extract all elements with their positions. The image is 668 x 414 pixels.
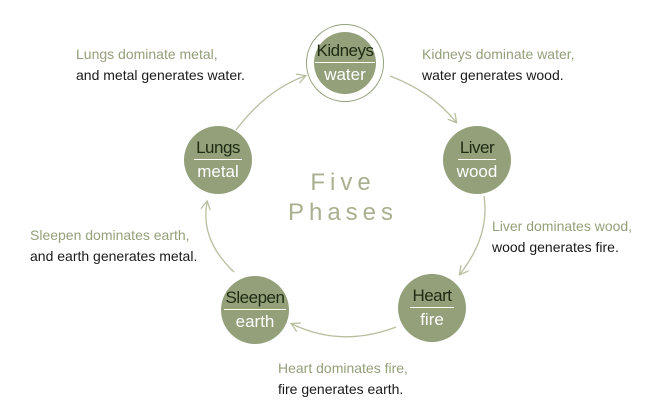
organ-label: Liver [457,138,497,160]
caption-line1: Kidneys dominate water, [422,46,575,62]
element-label: metal [197,161,239,181]
caption-kidneys: Kidneys dominate water, water generates … [422,44,575,86]
caption-line2: and earth generates metal. [30,248,198,264]
organ-label: Kidneys [314,41,376,63]
arrow-earth-to-lungs [206,202,235,273]
caption-line2: water generates wood. [422,67,564,83]
caption-line1: Sleepen dominates earth, [30,227,190,243]
organ-label: Sleepen [223,288,287,310]
caption-sleepen: Sleepen dominates earth, and earth gener… [30,225,197,267]
phase-node-kidneys: Kidneys water [314,32,376,94]
caption-line1: Lungs dominate metal, [76,46,218,62]
caption-line2: and metal generates water. [76,67,245,83]
arrow-kidneys-to-liver [389,75,456,122]
element-label: fire [420,309,444,329]
center-title: Five Phases [283,168,403,228]
caption-line2: wood generates fire. [492,239,619,255]
caption-lungs: Lungs dominate metal, and metal generate… [76,44,245,86]
element-label: water [324,64,366,84]
phase-node-heart: Heart fire [398,274,466,342]
arrow-liver-to-heart [460,195,486,274]
caption-heart: Heart dominates fire, fire generates ear… [278,358,408,400]
phase-node-sleepen: Sleepen earth [221,276,289,344]
element-label: wood [456,161,498,181]
caption-line1: Liver dominates wood, [492,218,633,234]
element-label: earth [235,311,275,331]
caption-liver: Liver dominates wood, wood generates fir… [492,216,632,258]
kidneys-outer-ring [306,24,384,102]
phase-node-lungs: Lungs metal [184,126,252,194]
organ-label: Lungs [194,138,242,160]
phase-node-liver: Liver wood [443,126,511,194]
caption-line1: Heart dominates fire, [278,360,408,376]
center-title-line1: Five [310,169,376,196]
center-title-line2: Phases [287,199,399,226]
arrow-heart-to-earth [292,324,397,338]
caption-line2: fire generates earth. [278,381,404,397]
arrow-lungs-to-kidneys [235,76,305,131]
organ-label: Heart [410,286,454,308]
